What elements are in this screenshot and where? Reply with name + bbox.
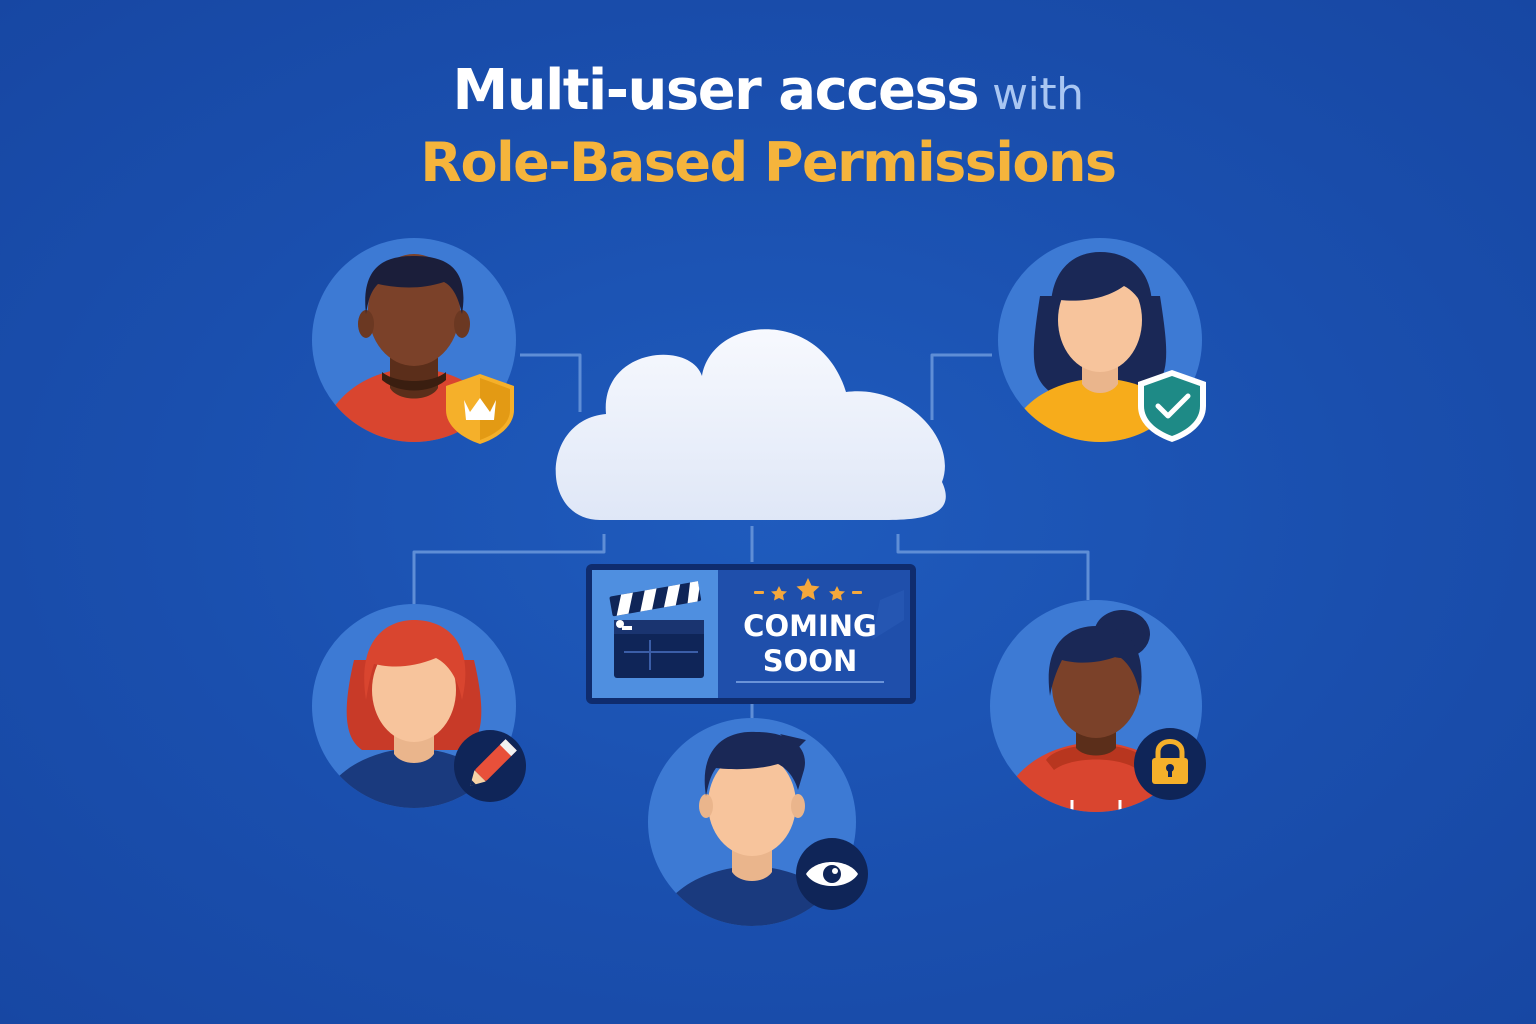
eye-icon <box>796 838 868 910</box>
title-light: with <box>992 69 1084 120</box>
pencil-icon <box>454 730 526 802</box>
clapperboard-icon <box>609 581 704 678</box>
avatar-user-bottom-right <box>990 600 1206 812</box>
crown-shield-icon <box>446 374 514 444</box>
cloud-icon <box>555 329 946 520</box>
avatar-user-top-left <box>312 238 516 444</box>
title-bold: Multi-user access <box>452 58 980 123</box>
connector-bottom-left <box>412 534 606 604</box>
coming-soon-card: COMING SOON <box>586 564 916 704</box>
connector-top-left <box>520 353 582 412</box>
connector-lines <box>412 353 1090 718</box>
connector-top-right <box>930 353 992 420</box>
check-shield-icon <box>1138 370 1206 442</box>
avatar-user-bottom-center <box>648 718 868 926</box>
lock-icon <box>1134 728 1206 800</box>
card-text-coming: COMING <box>743 609 877 643</box>
connector-bottom-right <box>896 534 1090 600</box>
avatar-user-bottom-left <box>312 604 526 808</box>
avatar-user-top-right <box>998 238 1206 442</box>
card-text-soon: SOON <box>763 644 857 678</box>
title-line-2: Role-Based Permissions <box>420 131 1117 194</box>
stars-icon <box>754 578 862 601</box>
